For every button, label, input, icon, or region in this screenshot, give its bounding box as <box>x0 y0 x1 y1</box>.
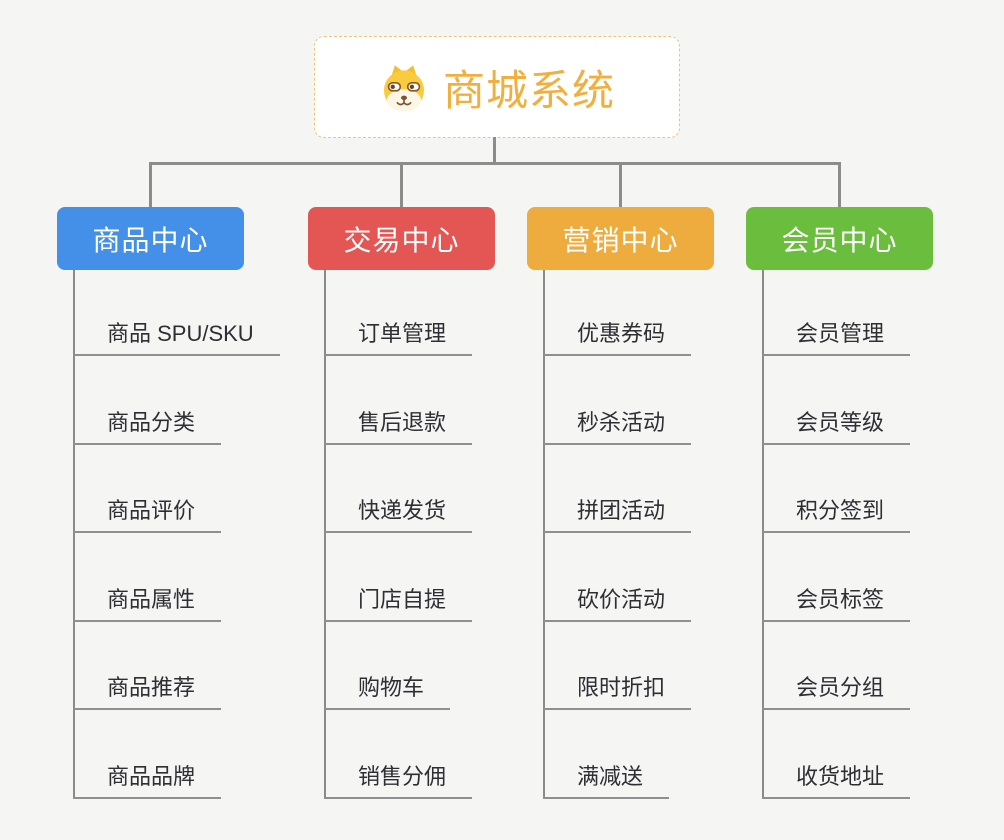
leaf-item-row: 会员管理 <box>762 270 911 356</box>
leaf-node[interactable]: 满减送 <box>543 759 670 799</box>
leaf-node[interactable]: 商品属性 <box>73 582 222 622</box>
leaf-node[interactable]: 砍价活动 <box>543 582 692 622</box>
leaf-node[interactable]: 限时折扣 <box>543 670 692 711</box>
leaf-node[interactable]: 会员等级 <box>762 405 911 445</box>
branch-group: 交易中心 订单管理 售后退款 快递发货 门店自提 购物车 销售分佣 <box>308 207 558 799</box>
leaf-item-row: 商品分类 <box>73 356 280 445</box>
leaf-node[interactable]: 会员标签 <box>762 582 911 622</box>
leaf-node[interactable]: 商品分类 <box>73 405 222 445</box>
leaf-item-row: 门店自提 <box>324 533 473 622</box>
leaf-node[interactable]: 收货地址 <box>762 759 911 799</box>
leaf-item-row: 快递发货 <box>324 445 473 534</box>
leaf-connector-line <box>324 270 326 799</box>
leaf-node[interactable]: 门店自提 <box>324 582 473 622</box>
leaf-connector-line <box>762 270 764 799</box>
leaf-item-row: 会员等级 <box>762 356 911 445</box>
leaf-node[interactable]: 优惠券码 <box>543 316 692 356</box>
leaf-item-row: 商品属性 <box>73 533 280 622</box>
root-title: 商城系统 <box>442 66 615 114</box>
leaf-node[interactable]: 购物车 <box>324 670 451 711</box>
leaf-node[interactable]: 商品推荐 <box>73 670 222 711</box>
leaf-item-row: 满减送 <box>543 710 691 799</box>
branch-label: 会员中心 <box>781 224 898 256</box>
leaf-item-list: 优惠券码 秒杀活动 拼团活动 砍价活动 限时折扣 满减送 <box>543 270 692 799</box>
leaf-item-row: 销售分佣 <box>324 710 473 799</box>
leaf-node[interactable]: 会员分组 <box>762 670 911 711</box>
branch-node[interactable]: 交易中心 <box>308 207 495 270</box>
leaf-node[interactable]: 商品评价 <box>73 493 222 534</box>
leaf-item-row: 收货地址 <box>762 710 911 799</box>
branch-label: 交易中心 <box>343 224 460 256</box>
leaf-node[interactable]: 拼团活动 <box>543 493 692 534</box>
leaf-item-row: 优惠券码 <box>543 270 692 356</box>
leaf-node[interactable]: 积分签到 <box>762 493 911 534</box>
dog-face-icon <box>379 61 429 113</box>
leaf-item-list: 商品 SPU/SKU 商品分类 商品评价 商品属性 商品推荐 商品品牌 <box>73 270 280 799</box>
root-node[interactable]: 商城系统 <box>314 36 680 138</box>
leaf-item-row: 会员标签 <box>762 533 911 622</box>
root-trunk-connector <box>493 137 496 164</box>
leaf-item-row: 积分签到 <box>762 445 911 534</box>
branch-drop-line <box>149 164 152 208</box>
leaf-node[interactable]: 商品 SPU/SKU <box>73 316 280 356</box>
leaf-item-row: 商品品牌 <box>73 710 280 799</box>
leaf-node[interactable]: 秒杀活动 <box>543 405 692 445</box>
leaf-item-row: 拼团活动 <box>543 445 692 534</box>
branch-node[interactable]: 营销中心 <box>527 207 714 270</box>
branch-connector-bar <box>149 162 841 165</box>
leaf-item-row: 砍价活动 <box>543 533 692 622</box>
branch-group: 营销中心 优惠券码 秒杀活动 拼团活动 砍价活动 限时折扣 满减送 <box>527 207 777 799</box>
branch-group: 商品中心 商品 SPU/SKU 商品分类 商品评价 商品属性 商品推荐 商品品牌 <box>57 207 307 799</box>
leaf-connector-line <box>73 270 75 799</box>
leaf-item-list: 订单管理 售后退款 快递发货 门店自提 购物车 销售分佣 <box>324 270 473 799</box>
leaf-node[interactable]: 订单管理 <box>324 316 473 356</box>
branch-node[interactable]: 会员中心 <box>746 207 933 270</box>
branch-group: 会员中心 会员管理 会员等级 积分签到 会员标签 会员分组 收货地址 <box>746 207 996 799</box>
branch-drop-line <box>400 164 403 208</box>
leaf-node[interactable]: 商品品牌 <box>73 759 222 799</box>
branch-label: 营销中心 <box>562 224 679 256</box>
leaf-item-row: 秒杀活动 <box>543 356 692 445</box>
branch-drop-line <box>619 164 622 208</box>
leaf-connector-line <box>543 270 545 799</box>
leaf-item-list: 会员管理 会员等级 积分签到 会员标签 会员分组 收货地址 <box>762 270 911 799</box>
branch-label: 商品中心 <box>92 224 209 256</box>
leaf-item-row: 商品评价 <box>73 445 280 534</box>
leaf-item-row: 购物车 <box>324 622 472 711</box>
leaf-item-row: 会员分组 <box>762 622 911 711</box>
branch-node[interactable]: 商品中心 <box>57 207 244 270</box>
leaf-node[interactable]: 销售分佣 <box>324 759 473 799</box>
leaf-node[interactable]: 快递发货 <box>324 493 473 534</box>
leaf-node[interactable]: 售后退款 <box>324 405 473 445</box>
leaf-item-row: 售后退款 <box>324 356 473 445</box>
leaf-node[interactable]: 会员管理 <box>762 316 911 356</box>
branch-drop-line <box>838 164 841 208</box>
leaf-item-row: 商品推荐 <box>73 622 280 711</box>
leaf-item-row: 限时折扣 <box>543 622 692 711</box>
leaf-item-row: 订单管理 <box>324 270 473 356</box>
leaf-item-row: 商品 SPU/SKU <box>73 270 280 356</box>
